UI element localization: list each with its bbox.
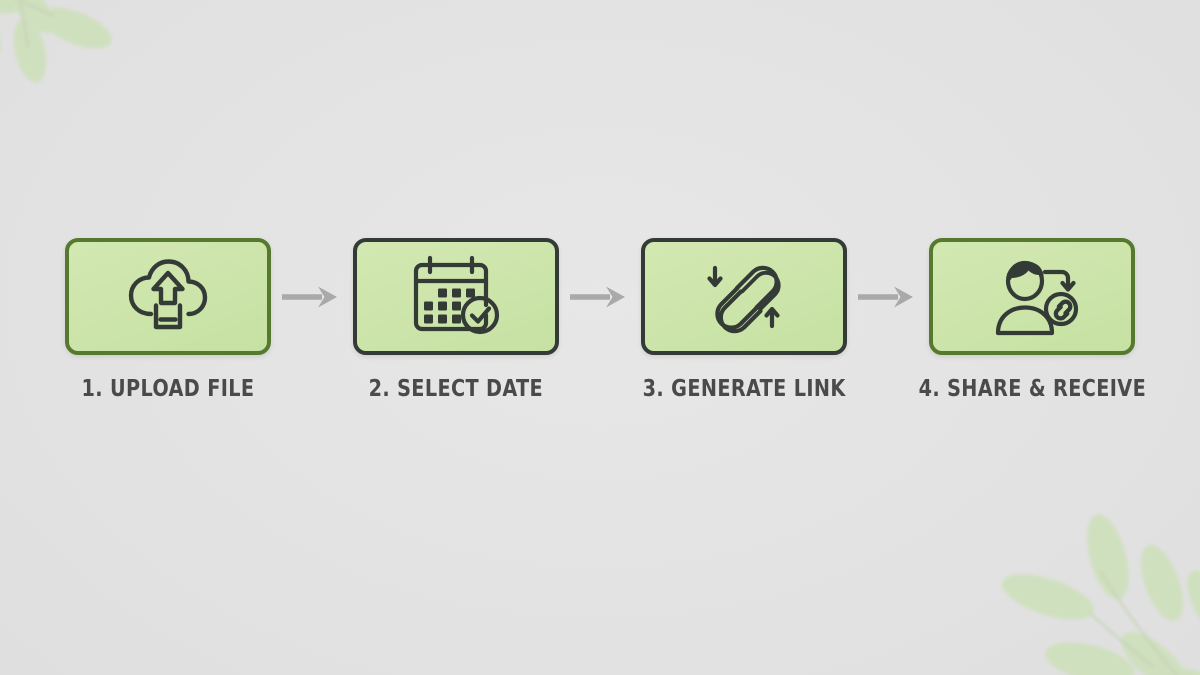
step-card-upload-file[interactable] xyxy=(65,238,271,355)
person-share-link-icon xyxy=(995,260,1079,335)
arrow-right-icon xyxy=(282,286,337,307)
leaf-decoration-bottom-right xyxy=(1002,514,1200,675)
connector-3 xyxy=(852,238,924,355)
step-label-1: 1. UPLOAD FILE xyxy=(81,376,255,402)
process-step-3[interactable]: 3. GENERATE LINK xyxy=(638,238,850,402)
leaf-decoration-top-left xyxy=(0,0,112,83)
step-card-select-date[interactable] xyxy=(353,238,559,355)
step-label-4: 4. SHARE & RECEIVE xyxy=(918,376,1146,402)
process-step-2[interactable]: 2. SELECT DATE xyxy=(350,238,562,402)
connector-2 xyxy=(564,238,636,355)
step-label-2: 2. SELECT DATE xyxy=(368,376,544,402)
step-card-share-receive[interactable] xyxy=(929,238,1135,355)
process-flow-row: 1. UPLOAD FILE xyxy=(62,238,1145,413)
arrow-right-icon xyxy=(570,286,625,307)
step-label-3: 3. GENERATE LINK xyxy=(642,376,846,402)
chain-link-transfer-icon xyxy=(707,265,781,333)
process-step-1[interactable]: 1. UPLOAD FILE xyxy=(62,238,274,402)
step-card-generate-link[interactable] xyxy=(641,238,847,355)
calendar-check-icon xyxy=(413,255,500,334)
cloud-upload-icon xyxy=(128,258,208,329)
arrow-right-icon xyxy=(858,286,913,307)
process-step-4[interactable]: 4. SHARE & RECEIVE xyxy=(918,238,1145,402)
connector-1 xyxy=(276,238,348,355)
